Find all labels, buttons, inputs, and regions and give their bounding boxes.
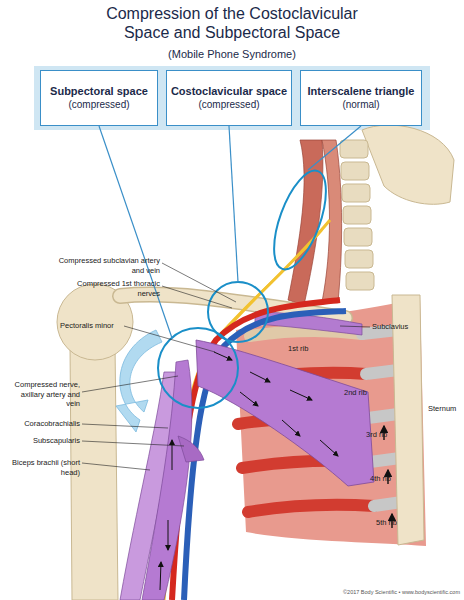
rib-label: 5th rib: [376, 518, 416, 528]
compression-circles: [208, 282, 268, 342]
rib-label: 4th rib: [370, 474, 410, 484]
structure-label: Subscapularis: [6, 436, 80, 446]
rib-cage: [366, 370, 398, 374]
arm-muscles: [178, 436, 204, 462]
rib-label: 1st rib: [288, 344, 328, 354]
rib-cage: [392, 295, 424, 545]
arm-muscles: [168, 520, 169, 550]
subtitle: (Mobile Phone Syndrome): [40, 48, 424, 61]
leader-lines: [82, 424, 168, 428]
structure-label: Compressed nerve, axillary artery and ve…: [6, 380, 80, 409]
space-box: Interscalene triangle(normal): [300, 70, 422, 126]
rib-label: 3rd rib: [366, 430, 406, 440]
rib-cage: [368, 414, 398, 418]
skull-and-spine: [344, 228, 372, 246]
box-heading: Subpectoral space: [50, 85, 148, 98]
leader-lines: [82, 263, 370, 470]
pectoralis-minor-muscle: [250, 372, 270, 382]
skull-and-spine: [342, 184, 370, 202]
scalene-muscles: [288, 140, 323, 305]
leader-lines: [124, 326, 215, 352]
box-subtext: (compressed): [68, 98, 129, 111]
leader-lines: [162, 263, 236, 302]
structure-label: Compressed subclavian artery and vein: [58, 256, 160, 275]
space-box: Costoclavicular space(compressed): [166, 70, 292, 126]
structure-label: Subclavius: [372, 322, 452, 332]
leader-lines: [82, 376, 178, 392]
skull-and-spine: [362, 125, 454, 204]
compression-circles: [229, 126, 238, 282]
box-subtext: (normal): [342, 98, 379, 111]
skull-and-spine: [345, 250, 373, 268]
leader-lines: [82, 441, 184, 446]
shoulder-motion-arrow: [116, 330, 162, 432]
structure-label: Coracobrachialis: [6, 419, 80, 429]
arm-muscles: [160, 562, 161, 590]
shoulder-motion-arrow: [116, 330, 162, 432]
pectoralis-minor-muscle: [282, 420, 300, 436]
pectoralis-minor-muscle: [196, 340, 374, 486]
diagram-title: Compression of the Costoclavicular Space…: [40, 4, 424, 42]
leader-lines: [82, 463, 150, 470]
arm-muscles: [142, 360, 192, 600]
box-heading: Costoclavicular space: [171, 85, 287, 98]
copyright-note: ©2017 Body Scientific • www.bodyscientif…: [230, 589, 460, 597]
leader-lines: [340, 326, 370, 327]
pectoralis-minor-muscle: [214, 352, 232, 360]
box-heading: Interscalene triangle: [308, 85, 415, 98]
skull-and-spine: [346, 272, 374, 290]
skull-and-spine: [343, 206, 371, 224]
structure-label: Sternum: [428, 404, 464, 414]
structure-label: Pectoralis minor: [60, 321, 160, 331]
pectoralis-minor-muscle: [240, 392, 258, 406]
leader-lines: [162, 286, 232, 308]
structure-label: Compressed 1st thoracic nerves: [58, 279, 160, 298]
skull-and-spine: [340, 125, 454, 290]
compression-circles: [263, 164, 336, 275]
box-subtext: (compressed): [198, 98, 259, 111]
pectoralis-minor-muscle: [290, 390, 312, 400]
compression-circles: [308, 126, 361, 170]
pectoralis-minor-muscle: [196, 340, 374, 486]
space-box: Subpectoral space(compressed): [40, 70, 158, 126]
rib-label: 2nd rib: [344, 388, 384, 398]
pectoralis-minor-muscle: [320, 440, 338, 456]
structure-label: Biceps brachii (short head): [6, 458, 80, 477]
skull-and-spine: [340, 140, 368, 158]
header-band: [34, 66, 430, 130]
skull-and-spine: [341, 162, 369, 180]
arm-muscles: [172, 440, 173, 470]
compression-circles: [99, 126, 172, 338]
scalene-muscles: [322, 140, 342, 302]
rib-cage: [248, 505, 374, 512]
